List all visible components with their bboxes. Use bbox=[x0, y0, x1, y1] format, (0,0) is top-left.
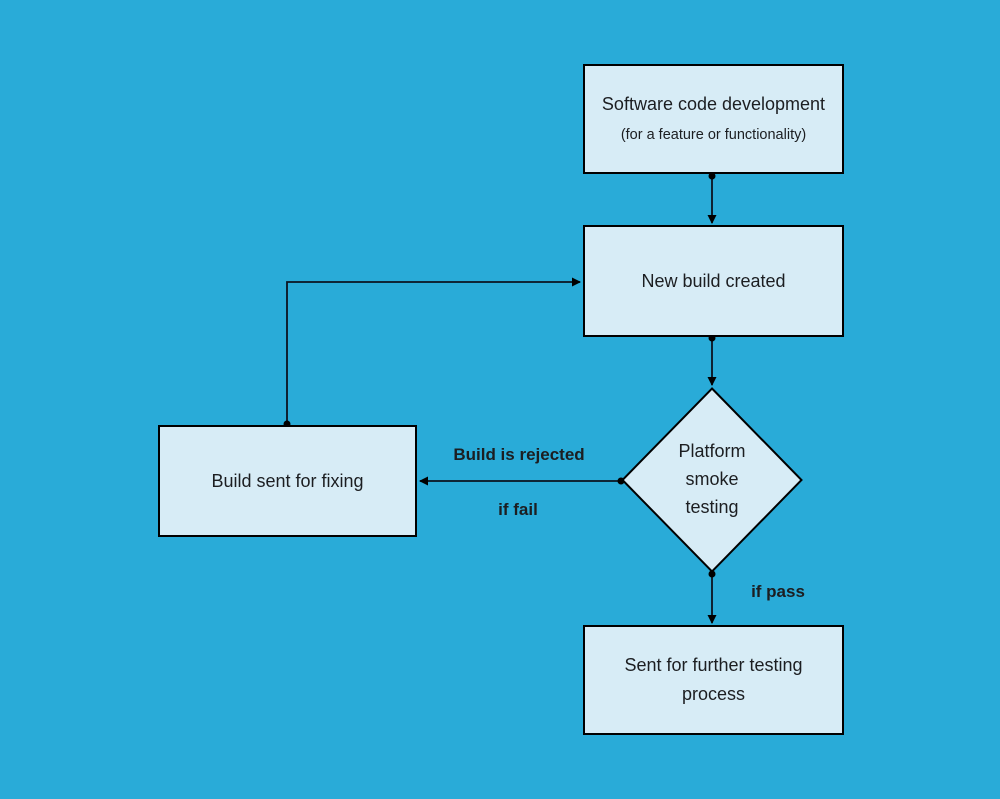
edge-fixing-to-build bbox=[286, 277, 581, 424]
node-build-sent-for-fixing: Build sent for fixing bbox=[158, 425, 417, 537]
node-software-development-text: Software code development (for a feature… bbox=[585, 90, 842, 148]
diamond-shape bbox=[621, 387, 803, 573]
node-new-build-created-label: New build created bbox=[641, 270, 786, 291]
edge-label-build-is-rejected: Build is rejected bbox=[453, 445, 585, 464]
node-build-sent-for-fixing-label: Build sent for fixing bbox=[211, 470, 364, 491]
node-platform-smoke-testing: Platform smoke testing bbox=[621, 387, 803, 573]
node-sent-for-further-testing: Sent for further testing process bbox=[583, 625, 844, 735]
node-software-development: Software code development (for a feature… bbox=[583, 64, 844, 174]
node-software-development-subtitle: (for a feature or functionality) bbox=[620, 127, 807, 143]
node-platform-smoke-testing-label: Platform smoke testing bbox=[678, 441, 746, 517]
node-software-development-title: Software code development bbox=[601, 94, 826, 115]
edge-label-if-pass: if pass bbox=[751, 582, 805, 601]
node-sent-for-further-testing-label: Sent for further testing process bbox=[624, 655, 803, 704]
edge-label-if-fail: if fail bbox=[498, 500, 538, 519]
node-new-build-created: New build created bbox=[583, 225, 844, 337]
